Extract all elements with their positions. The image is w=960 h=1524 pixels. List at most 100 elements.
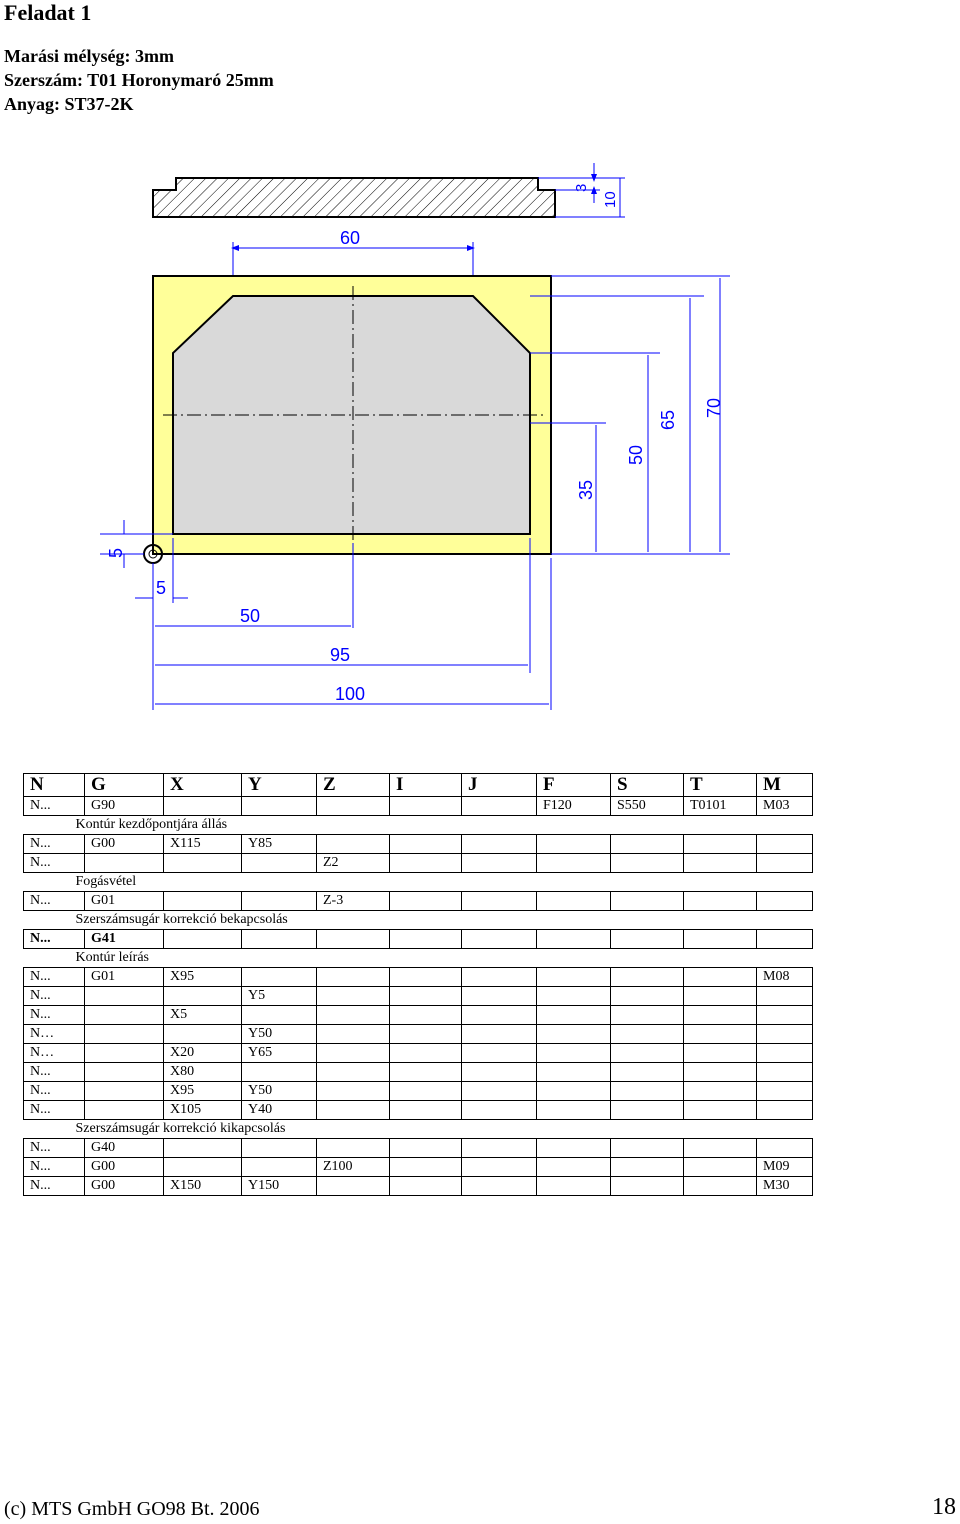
table-cell: N...	[23, 834, 85, 854]
table-header-row: N G X Y Z I J F S T M	[23, 773, 813, 797]
table-cell: N...	[23, 1081, 85, 1101]
table-cell	[241, 853, 317, 873]
table-row: N...G40	[23, 1138, 813, 1158]
table-cell	[316, 796, 390, 816]
table-cell	[683, 1062, 757, 1082]
table-cell	[389, 834, 462, 854]
technical-drawing: 3 10 60 35 50 65 70 5	[100, 163, 730, 710]
table-cell	[461, 967, 537, 987]
table-cell	[461, 853, 537, 873]
table-cell	[163, 796, 242, 816]
table-cell: G01	[84, 891, 164, 911]
table-cell	[389, 1062, 462, 1082]
table-cell	[316, 1062, 390, 1082]
comment-row: Kontúr leírás	[23, 948, 813, 968]
table-cell	[756, 1005, 813, 1025]
table-cell	[163, 986, 242, 1006]
table-cell	[683, 967, 757, 987]
table-cell	[756, 929, 813, 949]
table-cell: N...	[23, 796, 85, 816]
dim-65: 65	[658, 410, 678, 430]
table-cell	[610, 986, 684, 1006]
table-cell	[84, 1081, 164, 1101]
table-cell	[610, 1081, 684, 1101]
table-cell	[536, 891, 611, 911]
table-cell: N…	[23, 1024, 85, 1044]
table-cell	[316, 1100, 390, 1120]
col-header-s: S	[610, 773, 684, 797]
table-cell: G00	[84, 1176, 164, 1196]
table-cell	[756, 853, 813, 873]
material-info: Anyag: ST37-2K	[4, 94, 134, 114]
table-cell: G00	[84, 834, 164, 854]
table-cell	[84, 1024, 164, 1044]
table-cell: N…	[23, 1043, 85, 1063]
table-cell	[610, 853, 684, 873]
table-cell	[389, 1100, 462, 1120]
comment-row: Szerszámsugár korrekció kikapcsolás	[23, 1119, 813, 1139]
col-header-m: M	[756, 773, 813, 797]
table-cell: M09	[756, 1157, 813, 1177]
table-cell: N...	[23, 986, 85, 1006]
dim-60: 60	[340, 228, 360, 248]
table-cell	[241, 1005, 317, 1025]
side-section	[152, 177, 556, 218]
table-cell: Y85	[241, 834, 317, 854]
table-cell	[461, 1157, 537, 1177]
table-cell	[610, 1043, 684, 1063]
table-cell	[241, 891, 317, 911]
table-cell	[756, 1024, 813, 1044]
table-cell	[389, 986, 462, 1006]
dim-3: 3	[573, 184, 590, 192]
table-cell	[461, 986, 537, 1006]
milling-depth: Marási mélység: 3mm	[4, 46, 174, 66]
table-cell	[536, 929, 611, 949]
col-header-n: N	[23, 773, 85, 797]
table-cell	[536, 1176, 611, 1196]
table-cell	[163, 929, 242, 949]
table-cell	[683, 929, 757, 949]
table-row: N...X80	[23, 1062, 813, 1082]
table-cell	[683, 1005, 757, 1025]
page-number: 18	[932, 1494, 956, 1520]
comment-text: Kontúr kezdőpontjára állás	[23, 815, 813, 835]
dim-70: 70	[704, 398, 724, 418]
comment-text: Szerszámsugár korrekció kikapcsolás	[23, 1119, 813, 1139]
comment-row: Fogásvétel	[23, 872, 813, 892]
table-cell	[610, 1062, 684, 1082]
table-cell	[756, 834, 813, 854]
table-cell: G90	[84, 796, 164, 816]
comment-text: Kontúr leírás	[23, 948, 813, 968]
table-cell	[683, 1081, 757, 1101]
table-cell	[241, 1138, 317, 1158]
table-cell	[536, 1138, 611, 1158]
table-cell	[756, 986, 813, 1006]
table-row: N…Y50	[23, 1024, 813, 1044]
table-cell: X105	[163, 1100, 242, 1120]
table-cell: N...	[23, 853, 85, 873]
table-cell	[461, 1005, 537, 1025]
table-cell	[241, 1062, 317, 1082]
table-cell	[316, 986, 390, 1006]
table-cell	[389, 853, 462, 873]
table-cell	[389, 891, 462, 911]
table-cell	[389, 1176, 462, 1196]
table-cell	[389, 1157, 462, 1177]
table-cell	[241, 1157, 317, 1177]
table-cell	[610, 929, 684, 949]
table-cell: Y150	[241, 1176, 317, 1196]
table-cell	[610, 1100, 684, 1120]
table-cell	[163, 891, 242, 911]
table-cell	[756, 1100, 813, 1120]
comment-row: Szerszámsugár korrekció bekapcsolás	[23, 910, 813, 930]
table-cell	[536, 1024, 611, 1044]
table-cell	[756, 891, 813, 911]
table-cell	[389, 1138, 462, 1158]
table-cell	[241, 796, 317, 816]
table-cell	[84, 1062, 164, 1082]
table-cell	[461, 834, 537, 854]
table-cell	[461, 1043, 537, 1063]
